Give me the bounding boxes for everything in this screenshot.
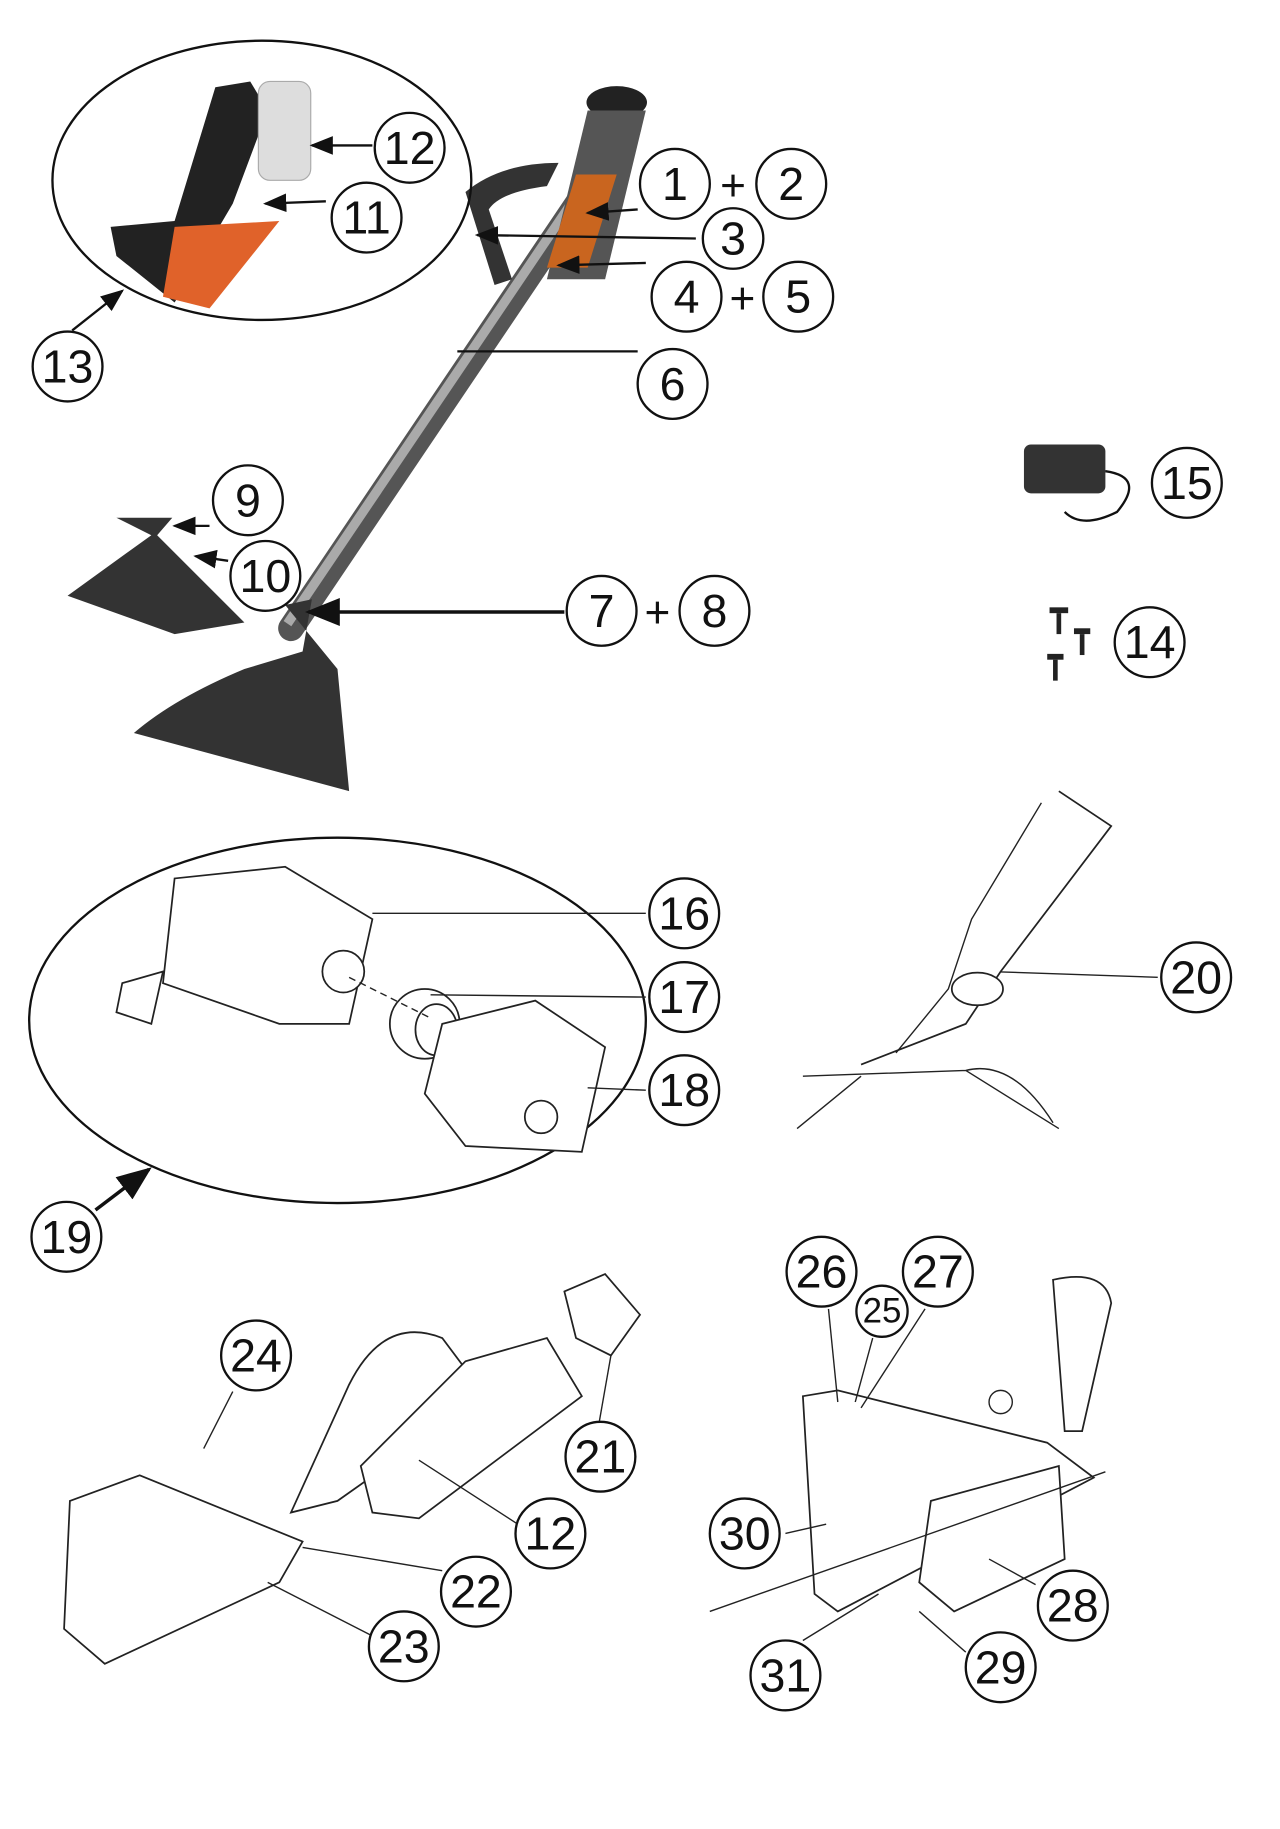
svg-text:16: 16 bbox=[658, 887, 710, 939]
callout-6: 6 bbox=[636, 347, 709, 421]
svg-text:8: 8 bbox=[702, 585, 728, 637]
callout-27: 27 bbox=[901, 1235, 974, 1308]
callout-11: 11 bbox=[330, 181, 403, 254]
leader-lines-frame bbox=[785, 1308, 1036, 1653]
svg-text:7: 7 bbox=[589, 585, 615, 637]
callout-12-gun: 12 bbox=[514, 1497, 587, 1570]
svg-text:26: 26 bbox=[796, 1246, 848, 1298]
callout-4: 4 bbox=[650, 260, 723, 333]
charger bbox=[1023, 444, 1131, 522]
svg-text:5: 5 bbox=[785, 271, 811, 323]
callout-20: 20 bbox=[1160, 941, 1233, 1014]
callout-19: 19 bbox=[30, 1200, 103, 1273]
svg-text:12: 12 bbox=[525, 1507, 577, 1559]
callout-9: 9 bbox=[211, 464, 284, 537]
callout-15: 15 bbox=[1150, 446, 1223, 519]
svg-text:24: 24 bbox=[230, 1329, 282, 1381]
svg-text:9: 9 bbox=[235, 474, 261, 526]
callout-28: 28 bbox=[1036, 1569, 1109, 1642]
svg-text:11: 11 bbox=[342, 192, 390, 244]
svg-text:28: 28 bbox=[1047, 1580, 1099, 1632]
svg-text:2: 2 bbox=[778, 158, 804, 210]
frame-drawing bbox=[709, 1276, 1113, 1613]
callout-1: 1 bbox=[638, 147, 711, 220]
callout-25: 25 bbox=[855, 1284, 909, 1339]
svg-text:19: 19 bbox=[41, 1211, 93, 1263]
detail-ellipse-motor bbox=[28, 836, 647, 1205]
svg-text:21: 21 bbox=[575, 1431, 627, 1483]
svg-text:25: 25 bbox=[863, 1292, 902, 1331]
callout-7: 7 bbox=[565, 574, 638, 647]
small-nozzle bbox=[67, 517, 245, 635]
callout-14: 14 bbox=[1113, 606, 1186, 679]
callout-2: 2 bbox=[755, 147, 828, 220]
svg-text:31: 31 bbox=[760, 1649, 812, 1701]
svg-text:10: 10 bbox=[239, 550, 291, 602]
svg-text:23: 23 bbox=[378, 1620, 430, 1672]
leader-lines-motor bbox=[94, 912, 1158, 1212]
plus-sign: + bbox=[729, 275, 755, 324]
leader-lines-top bbox=[71, 136, 696, 626]
callout-21: 21 bbox=[564, 1420, 637, 1493]
svg-text:17: 17 bbox=[658, 971, 710, 1023]
callout-24: 24 bbox=[219, 1319, 293, 1392]
callout-31: 31 bbox=[749, 1639, 822, 1712]
callout-5: 5 bbox=[762, 260, 835, 333]
svg-text:22: 22 bbox=[450, 1566, 502, 1618]
callout-8: 8 bbox=[678, 574, 751, 647]
svg-text:1: 1 bbox=[662, 158, 688, 210]
svg-text:15: 15 bbox=[1161, 457, 1213, 509]
motor-parts bbox=[115, 865, 607, 1153]
svg-text:20: 20 bbox=[1170, 951, 1222, 1003]
svg-text:13: 13 bbox=[42, 340, 94, 392]
handle-section-drawing bbox=[796, 790, 1113, 1130]
svg-text:18: 18 bbox=[658, 1064, 710, 1116]
callout-30: 30 bbox=[708, 1497, 781, 1570]
callout-13: 13 bbox=[31, 330, 104, 403]
leader-lines-gun bbox=[267, 1355, 612, 1636]
svg-text:4: 4 bbox=[674, 271, 700, 323]
plus-sign: + bbox=[645, 589, 671, 638]
spray-gun-drawing bbox=[63, 1272, 642, 1665]
callout-23: 23 bbox=[367, 1610, 440, 1683]
plus-sign: + bbox=[720, 162, 746, 211]
callout-26: 26 bbox=[785, 1235, 858, 1308]
svg-text:6: 6 bbox=[660, 358, 686, 410]
svg-text:14: 14 bbox=[1124, 616, 1176, 668]
callout-18: 18 bbox=[648, 1054, 721, 1127]
callout-17: 17 bbox=[648, 961, 721, 1034]
callout-3: 3 bbox=[701, 207, 765, 270]
svg-text:30: 30 bbox=[719, 1507, 771, 1559]
detail-ellipse-handle bbox=[51, 39, 473, 322]
callout-10: 10 bbox=[229, 539, 302, 612]
callout-12: 12 bbox=[373, 111, 446, 184]
screws bbox=[1047, 607, 1091, 681]
callout-29: 29 bbox=[964, 1631, 1037, 1704]
svg-text:27: 27 bbox=[912, 1246, 964, 1298]
callout-16: 16 bbox=[648, 877, 721, 950]
svg-text:12: 12 bbox=[384, 122, 436, 174]
svg-text:3: 3 bbox=[720, 213, 746, 265]
callout-22: 22 bbox=[439, 1555, 513, 1628]
handle-detail bbox=[110, 80, 312, 309]
svg-text:29: 29 bbox=[975, 1641, 1027, 1693]
